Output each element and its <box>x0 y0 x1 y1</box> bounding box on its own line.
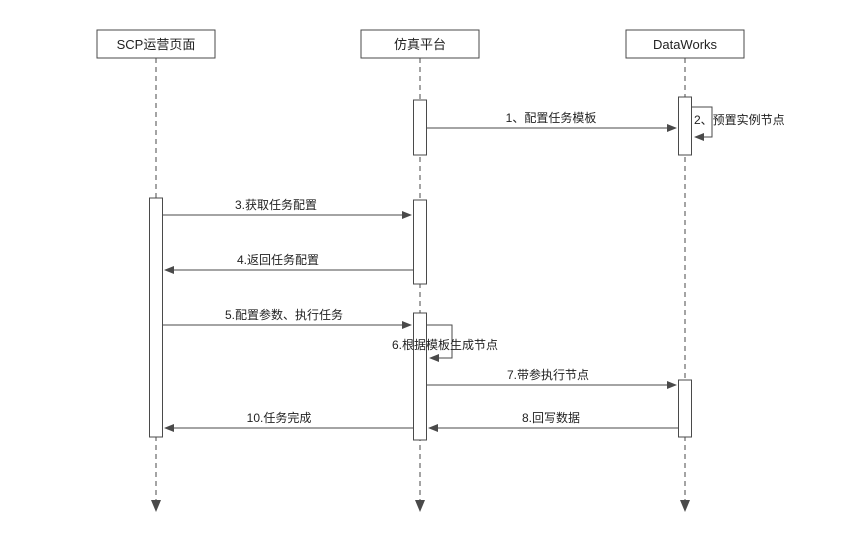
message-6-label: 6.根据模板生成节点 <box>392 338 498 352</box>
message-8-label: 8.回写数据 <box>522 410 580 425</box>
message-7-label: 7.带参执行节点 <box>507 367 589 382</box>
message-10-label: 10.任务完成 <box>247 410 312 425</box>
message-2-self-loop <box>692 106 713 141</box>
activation-bar-simulation-top <box>413 99 427 156</box>
actor-box-simulation <box>360 29 480 59</box>
message-4-label: 4.返回任务配置 <box>237 252 319 267</box>
message-6-self-loop <box>427 324 453 362</box>
activation-bar-simulation-mid <box>413 199 427 285</box>
message-5-label: 5.配置参数、执行任务 <box>225 307 343 322</box>
activation-bar-simulation-bottom <box>413 312 427 441</box>
actor-box-dataworks <box>625 29 745 59</box>
lifeline-end-arrow-dataworks <box>680 500 690 512</box>
activation-bar-scp <box>149 197 163 438</box>
message-1-label: 1、配置任务模板 <box>506 110 597 125</box>
actor-label-dataworks: DataWorks <box>653 37 718 52</box>
lifeline-end-arrow-scp <box>151 500 161 512</box>
actor-label-simulation: 仿真平台 <box>394 37 446 52</box>
activation-bar-dataworks-top <box>678 96 692 156</box>
actor-box-scp <box>96 29 216 59</box>
message-2-label: 2、预置实例节点 <box>694 112 785 127</box>
activation-bar-dataworks-bottom <box>678 379 692 438</box>
lifeline-end-arrow-simulation <box>415 500 425 512</box>
message-3-label: 3.获取任务配置 <box>235 197 317 212</box>
actor-label-scp: SCP运营页面 <box>117 37 196 52</box>
